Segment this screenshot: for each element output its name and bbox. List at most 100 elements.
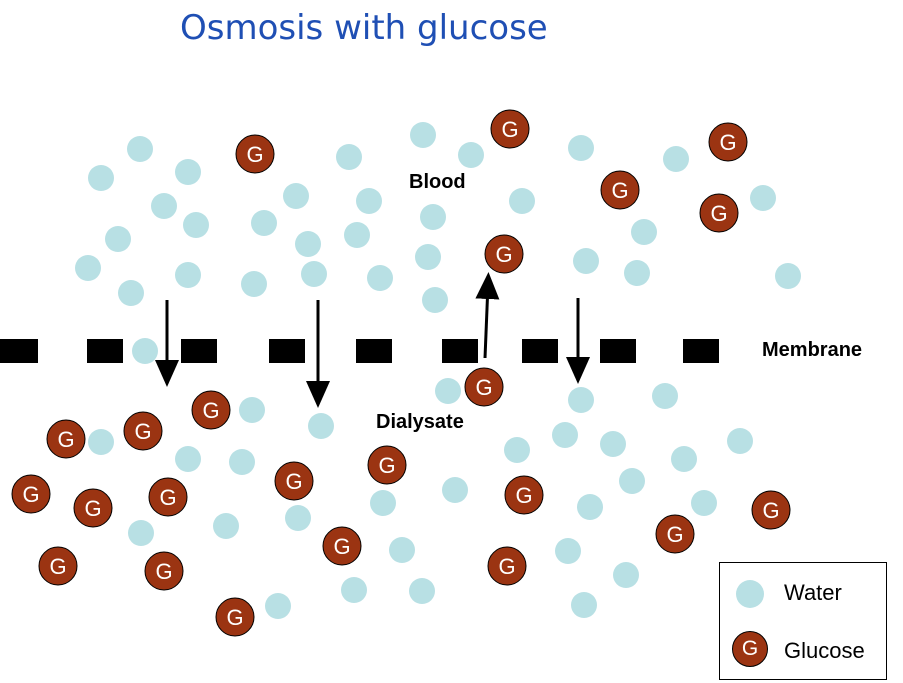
glucose-molecule: G <box>46 419 86 459</box>
glucose-molecule: G <box>73 488 113 528</box>
glucose-symbol: G <box>666 522 683 547</box>
membrane <box>0 339 719 363</box>
glucose-symbol: G <box>498 554 515 579</box>
water-molecule <box>175 262 201 288</box>
membrane-segment <box>522 339 558 363</box>
legend-glucose-swatch: G <box>732 631 768 667</box>
glucose-molecule: G <box>751 490 791 530</box>
water-molecule <box>442 477 468 503</box>
water-molecule <box>568 387 594 413</box>
glucose-molecule: G <box>274 461 314 501</box>
glucose-symbol: G <box>159 485 176 510</box>
water-molecule <box>415 244 441 270</box>
membrane-segment <box>181 339 217 363</box>
glucose-symbol: G <box>246 142 263 167</box>
glucose-molecule: G <box>367 445 407 485</box>
water-molecule <box>370 490 396 516</box>
glucose-symbol: G <box>134 419 151 444</box>
water-molecules <box>75 122 801 619</box>
legend-glucose-label: Glucose <box>784 638 865 663</box>
blood-label: Blood <box>409 171 466 193</box>
water-molecule <box>118 280 144 306</box>
water-molecule <box>775 263 801 289</box>
membrane-segment <box>683 339 719 363</box>
water-molecule <box>283 183 309 209</box>
glucose-molecule: G <box>655 514 695 554</box>
water-molecule <box>88 165 114 191</box>
water-molecule <box>458 142 484 168</box>
glucose-molecule: G <box>708 122 748 162</box>
glucose-molecule: G <box>235 134 275 174</box>
water-molecule <box>727 428 753 454</box>
water-molecule <box>241 271 267 297</box>
glucose-molecule: G <box>11 474 51 514</box>
water-molecule <box>175 159 201 185</box>
glucose-symbol: G <box>515 483 532 508</box>
glucose-molecule: G <box>504 475 544 515</box>
membrane-segment <box>356 339 392 363</box>
glucose-molecule: G <box>191 390 231 430</box>
glucose-symbol: G <box>762 498 779 523</box>
glucose-molecule: G <box>123 411 163 451</box>
legend: Water G Glucose <box>719 562 887 680</box>
water-molecule <box>127 136 153 162</box>
glucose-symbol: G <box>285 469 302 494</box>
flow-arrow <box>475 272 500 359</box>
water-molecule <box>183 212 209 238</box>
membrane-segment <box>87 339 123 363</box>
glucose-molecule: G <box>490 109 530 149</box>
water-molecule <box>341 577 367 603</box>
glucose-molecule: G <box>38 546 78 586</box>
glucose-symbol: G <box>57 427 74 452</box>
legend-water-swatch <box>736 580 764 608</box>
water-molecule <box>568 135 594 161</box>
water-molecule <box>422 287 448 313</box>
water-molecule <box>75 255 101 281</box>
glucose-symbol: G <box>710 201 727 226</box>
water-molecule <box>295 231 321 257</box>
water-molecule <box>265 593 291 619</box>
water-molecule <box>410 122 436 148</box>
water-molecule <box>213 513 239 539</box>
water-molecule <box>128 520 154 546</box>
water-molecule <box>691 490 717 516</box>
glucose-symbol: G <box>226 605 243 630</box>
water-molecule <box>251 210 277 236</box>
water-molecule <box>420 204 446 230</box>
water-molecule <box>624 260 650 286</box>
water-molecule <box>356 188 382 214</box>
glucose-molecule: G <box>322 526 362 566</box>
water-molecule <box>175 446 201 472</box>
water-molecule <box>132 338 158 364</box>
water-molecule <box>750 185 776 211</box>
water-molecule <box>336 144 362 170</box>
water-molecule <box>239 397 265 423</box>
membrane-label: Membrane <box>762 339 863 361</box>
glucose-symbol: G <box>719 130 736 155</box>
glucose-molecule: G <box>144 551 184 591</box>
membrane-segment <box>269 339 305 363</box>
diagram-title: Osmosis with glucose <box>180 8 548 48</box>
water-molecule <box>552 422 578 448</box>
water-molecule <box>409 578 435 604</box>
water-molecule <box>308 413 334 439</box>
water-molecule <box>88 429 114 455</box>
water-molecule <box>229 449 255 475</box>
glucose-symbol: G <box>155 559 172 584</box>
water-molecule <box>105 226 131 252</box>
water-molecule <box>509 188 535 214</box>
water-molecule <box>600 431 626 457</box>
glucose-molecule: G <box>699 193 739 233</box>
water-molecule <box>301 261 327 287</box>
water-molecule <box>652 383 678 409</box>
membrane-segment <box>442 339 478 363</box>
glucose-symbol: G <box>475 375 492 400</box>
water-molecule <box>435 378 461 404</box>
water-molecule <box>367 265 393 291</box>
glucose-symbol: G <box>49 554 66 579</box>
water-molecule <box>671 446 697 472</box>
glucose-molecule: G <box>600 170 640 210</box>
water-molecule <box>504 437 530 463</box>
flow-arrows <box>155 272 590 408</box>
